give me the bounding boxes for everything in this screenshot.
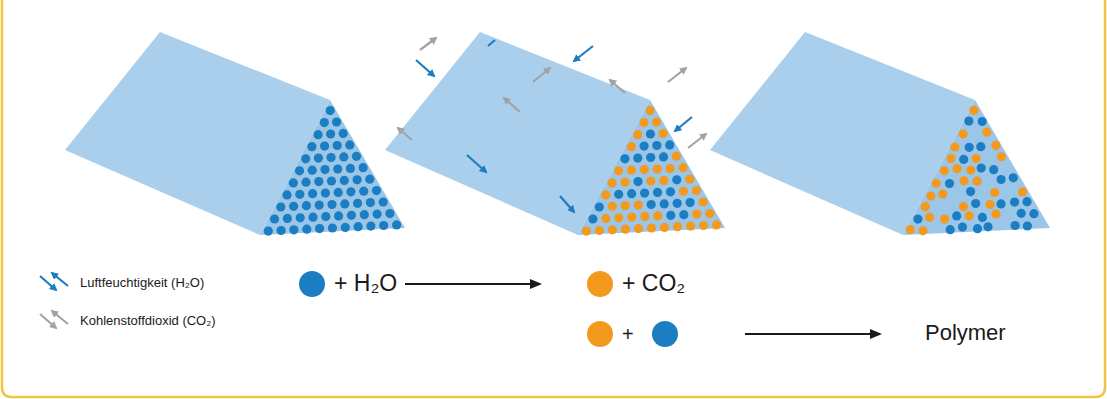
- co2-arrows: [398, 38, 706, 148]
- amine-dot: [587, 321, 613, 347]
- equation-term: + CO₂: [622, 271, 685, 296]
- legend-text: Kohlenstoffdioxid (CO₂): [80, 314, 216, 328]
- water-reactive-dot: [299, 271, 325, 297]
- equation-plus: +: [622, 323, 634, 345]
- prism: [710, 32, 1050, 235]
- prism: [385, 32, 725, 235]
- water-reactive-dot: [652, 321, 678, 347]
- legend-arrow-icon: [40, 273, 68, 290]
- amine-dot: [587, 271, 613, 297]
- product-label: Polymer: [925, 321, 1006, 345]
- reaction-arrow: [405, 283, 540, 285]
- reaction-arrow: [745, 333, 880, 335]
- legend-arrow-icon: [40, 311, 68, 328]
- legend-text: Luftfeuchtigkeit (H₂O): [80, 276, 204, 290]
- equation-term: + H₂O: [334, 271, 397, 296]
- molecule-dots: [264, 106, 1039, 236]
- humidity-arrows: [416, 40, 692, 212]
- prism: [65, 32, 405, 235]
